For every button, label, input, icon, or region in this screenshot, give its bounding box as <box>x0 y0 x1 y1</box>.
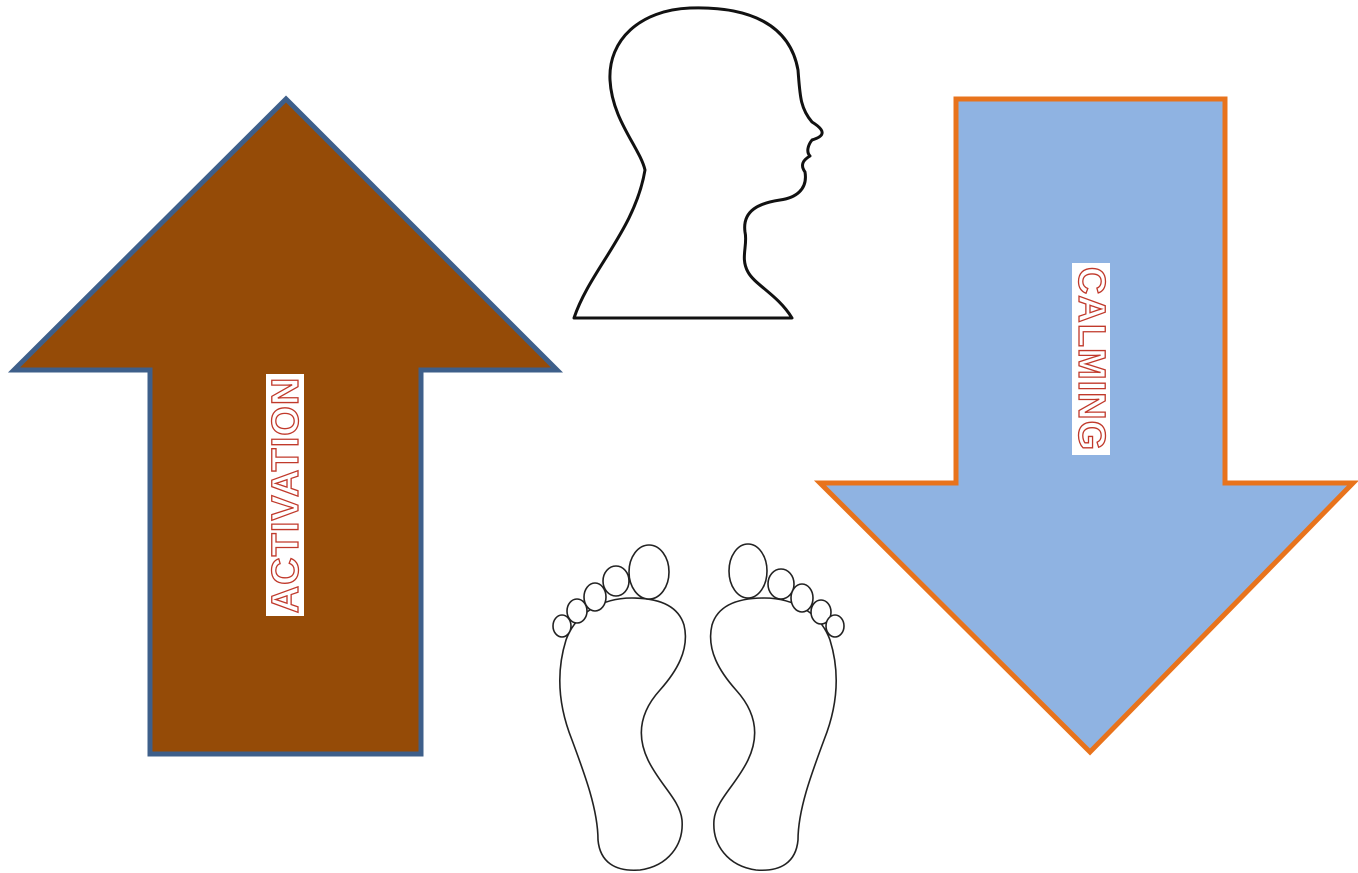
activation-arrow: ACTIVATION <box>14 99 557 754</box>
calming-arrow: CALMING <box>820 99 1353 752</box>
right-footprint-icon <box>711 544 844 870</box>
calming-label: CALMING <box>1070 267 1112 451</box>
activation-label: ACTIVATION <box>265 377 307 614</box>
left-footprint-icon <box>553 545 685 870</box>
footprints-icon <box>553 544 844 870</box>
head-silhouette-icon <box>574 8 822 318</box>
